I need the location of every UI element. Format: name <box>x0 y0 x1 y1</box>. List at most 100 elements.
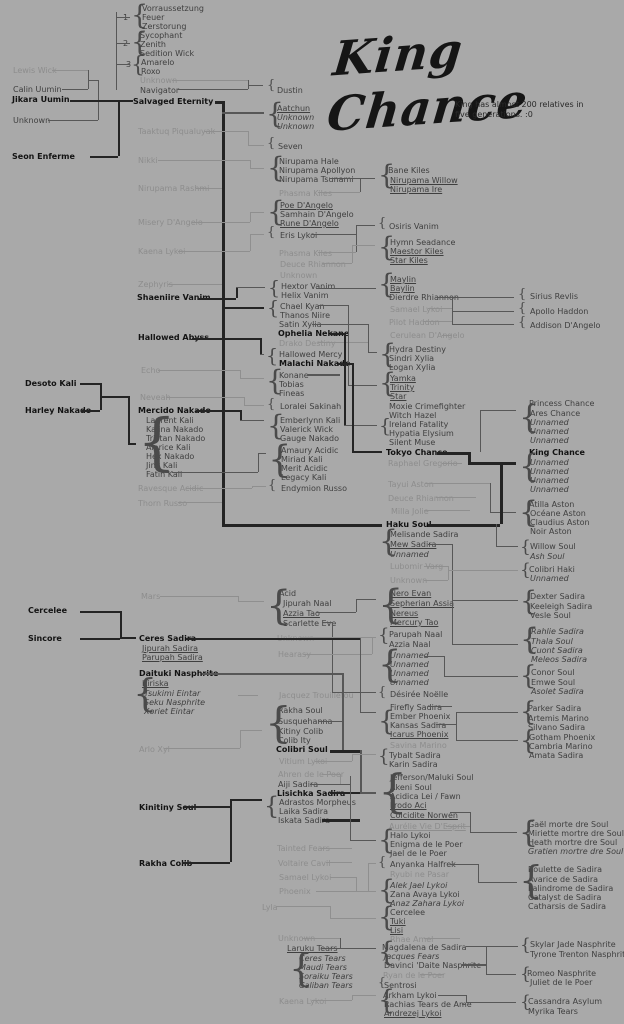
person-label: Helix Vanim <box>281 291 329 300</box>
connector-line <box>424 566 448 567</box>
person-label: Silent Muse <box>389 438 436 447</box>
person-label: Phoenix <box>279 887 311 896</box>
sibling-brace-icon: { <box>266 344 279 367</box>
connector-line <box>448 566 449 580</box>
tree-subtitle: King has almost 200 relatives in five ge… <box>455 100 605 120</box>
connector-line <box>192 338 260 340</box>
person-label: Seku Nasphrite <box>144 698 206 707</box>
person-label: Cerulean D'Angelo <box>390 331 465 340</box>
person-label: Miriette mortre dre Soul <box>528 829 624 838</box>
person-label: Lisichka Sadira <box>277 789 346 798</box>
person-label: Sedition Wick <box>140 49 195 58</box>
person-label: Colibri Soul <box>276 745 328 754</box>
connector-line <box>88 70 89 89</box>
connector-line <box>428 524 500 527</box>
connector-line <box>240 410 242 420</box>
person-label: Colcidite Norwen <box>390 811 458 820</box>
connector-line <box>258 453 259 472</box>
person-label: Logan Xylia <box>389 363 436 372</box>
person-label: Voltaire Cavil <box>278 859 331 868</box>
sibling-brace-icon: { <box>518 286 527 302</box>
person-label: Gaël morte dre Soul <box>528 820 609 829</box>
tree-subtitle-line1: King has almost 200 relatives in <box>455 100 584 109</box>
person-label: Atilla Aston <box>529 500 575 509</box>
person-label: Tobias <box>279 380 304 389</box>
person-label: Osiris Vanim <box>389 222 439 231</box>
person-label: Nereus <box>390 609 419 618</box>
connector-line <box>164 748 240 749</box>
connector-line <box>424 321 452 322</box>
person-label: Akeni Soul <box>390 783 432 792</box>
person-label: Feuer <box>142 13 165 22</box>
connector-line <box>182 862 230 864</box>
connector-line <box>322 948 340 949</box>
person-label: Unnamed <box>530 476 569 485</box>
person-label: Kalina Nakado <box>146 425 204 434</box>
person-label: Star Kiles <box>390 256 428 265</box>
person-label: Jacquez Trouillefou <box>279 691 354 700</box>
person-label: Andrezej Lykoi <box>384 1009 442 1018</box>
connector-line <box>240 420 264 421</box>
person-label: Unknown <box>278 934 316 943</box>
connector-line <box>352 995 376 996</box>
person-label: Frodo Aci <box>390 801 427 810</box>
connector-line <box>428 544 452 545</box>
person-label: Kaena Lykoi <box>138 247 186 256</box>
person-label: Keeleigh Sadira <box>530 602 593 611</box>
connector-line <box>444 656 445 676</box>
person-label: Emberlynn Kali <box>280 416 341 425</box>
connector-line <box>82 410 100 412</box>
connector-line <box>222 112 264 114</box>
connector-line <box>250 160 251 168</box>
person-label: Valerick Wick <box>280 425 333 434</box>
person-label: Hydra Destiny <box>389 345 446 354</box>
person-label: Fatin Kali <box>146 470 183 479</box>
person-label: Loralei Sakinah <box>280 402 342 411</box>
connector-line <box>316 891 368 892</box>
connector-line <box>350 776 351 840</box>
person-label: Cambria Marino <box>529 742 593 751</box>
person-label: Rakha Soul <box>278 706 323 715</box>
person-label: Deuce Rhiannon <box>280 260 346 269</box>
person-label: Haku Soul <box>386 520 432 529</box>
person-label: Hallowed Abyss <box>138 333 210 342</box>
person-label: Nirupama Tsunami <box>279 175 354 184</box>
person-label: Cuont Sadira <box>531 646 583 655</box>
connector-line <box>230 799 262 801</box>
person-label: Silvano Sadira <box>528 723 586 732</box>
person-label: Catalyst de Sadira <box>528 893 602 902</box>
connector-line <box>116 12 117 90</box>
connector-line <box>62 89 88 90</box>
connector-line <box>178 251 250 252</box>
sibling-brace-icon: { <box>268 477 277 493</box>
person-label: Amaury Acidic <box>281 446 339 455</box>
connector-line <box>276 906 330 907</box>
person-label: Cercelee <box>28 606 68 615</box>
connector-line <box>118 100 120 156</box>
person-label: Mew Sadira <box>390 540 437 549</box>
connector-line <box>496 524 497 546</box>
connector-line <box>312 1000 352 1001</box>
person-label: Emwe Soul <box>531 678 576 687</box>
connector-line <box>116 17 130 18</box>
connector-line <box>315 761 352 762</box>
person-label: Samael Lykoi <box>390 305 443 314</box>
connector-line <box>368 352 377 353</box>
connector-line <box>248 145 264 146</box>
person-label: Anaz Zahara Lykoi <box>390 899 464 908</box>
connector-line <box>230 799 232 862</box>
connector-line <box>304 654 372 655</box>
person-label: Susquehanna <box>278 717 333 726</box>
person-label: Princess Chance <box>529 399 595 408</box>
connector-line <box>356 877 357 891</box>
connector-line <box>496 546 518 547</box>
connector-line <box>352 451 382 453</box>
connector-line <box>466 1002 516 1003</box>
connector-line <box>158 370 240 371</box>
sibling-brace-icon: { <box>378 624 390 646</box>
connector-line <box>252 486 253 488</box>
connector-line <box>238 695 258 696</box>
person-label: Taaktuq Piqualuyak <box>138 127 216 136</box>
connector-line <box>332 692 376 693</box>
